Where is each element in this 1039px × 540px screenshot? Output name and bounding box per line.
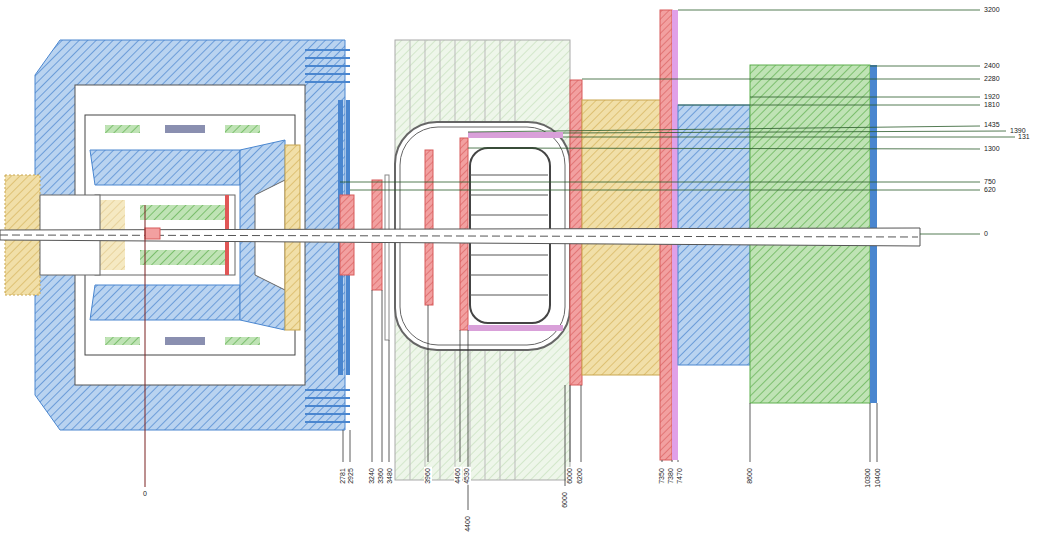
dimension-label: 3480 <box>386 467 394 485</box>
dimension-label: 2925 <box>347 467 355 485</box>
dimension-label: 2400 <box>983 62 1001 70</box>
dimension-label: 6000 <box>561 491 569 509</box>
dimension-label: 7350 <box>658 467 666 485</box>
dimension-label: 1810 <box>983 101 1001 109</box>
dimension-label: 1300 <box>983 145 1001 153</box>
dimension-label: 8600 <box>746 467 754 485</box>
dimension-label: 3240 <box>368 467 376 485</box>
dimension-label: 2280 <box>983 75 1001 83</box>
dimension-label: 3200 <box>983 6 1001 14</box>
dimension-label: 1435 <box>983 121 1001 129</box>
dimension-label: 4530 <box>463 467 471 485</box>
dimension-label: 3360 <box>377 467 385 485</box>
dimension-label: 750 <box>983 178 997 186</box>
dimension-label: 3960 <box>424 467 432 485</box>
dimension-label: 131 <box>1017 133 1031 141</box>
dimension-label: 4460 <box>454 467 462 485</box>
dimension-label: 6000 <box>566 467 574 485</box>
dimension-label: 620 <box>983 186 997 194</box>
dimension-label: 10400 <box>874 467 882 488</box>
dimension-label: 1920 <box>983 93 1001 101</box>
dimension-label: 0 <box>983 230 989 238</box>
dimension-label: 10300 <box>864 467 872 488</box>
dimension-label: 2781 <box>339 467 347 485</box>
dimension-label: 7470 <box>676 467 684 485</box>
dimension-label: 6200 <box>576 467 584 485</box>
dimension-label: 4400 <box>464 515 472 533</box>
dimension-label: 0 <box>142 490 148 498</box>
dimension-label: 7380 <box>667 467 675 485</box>
